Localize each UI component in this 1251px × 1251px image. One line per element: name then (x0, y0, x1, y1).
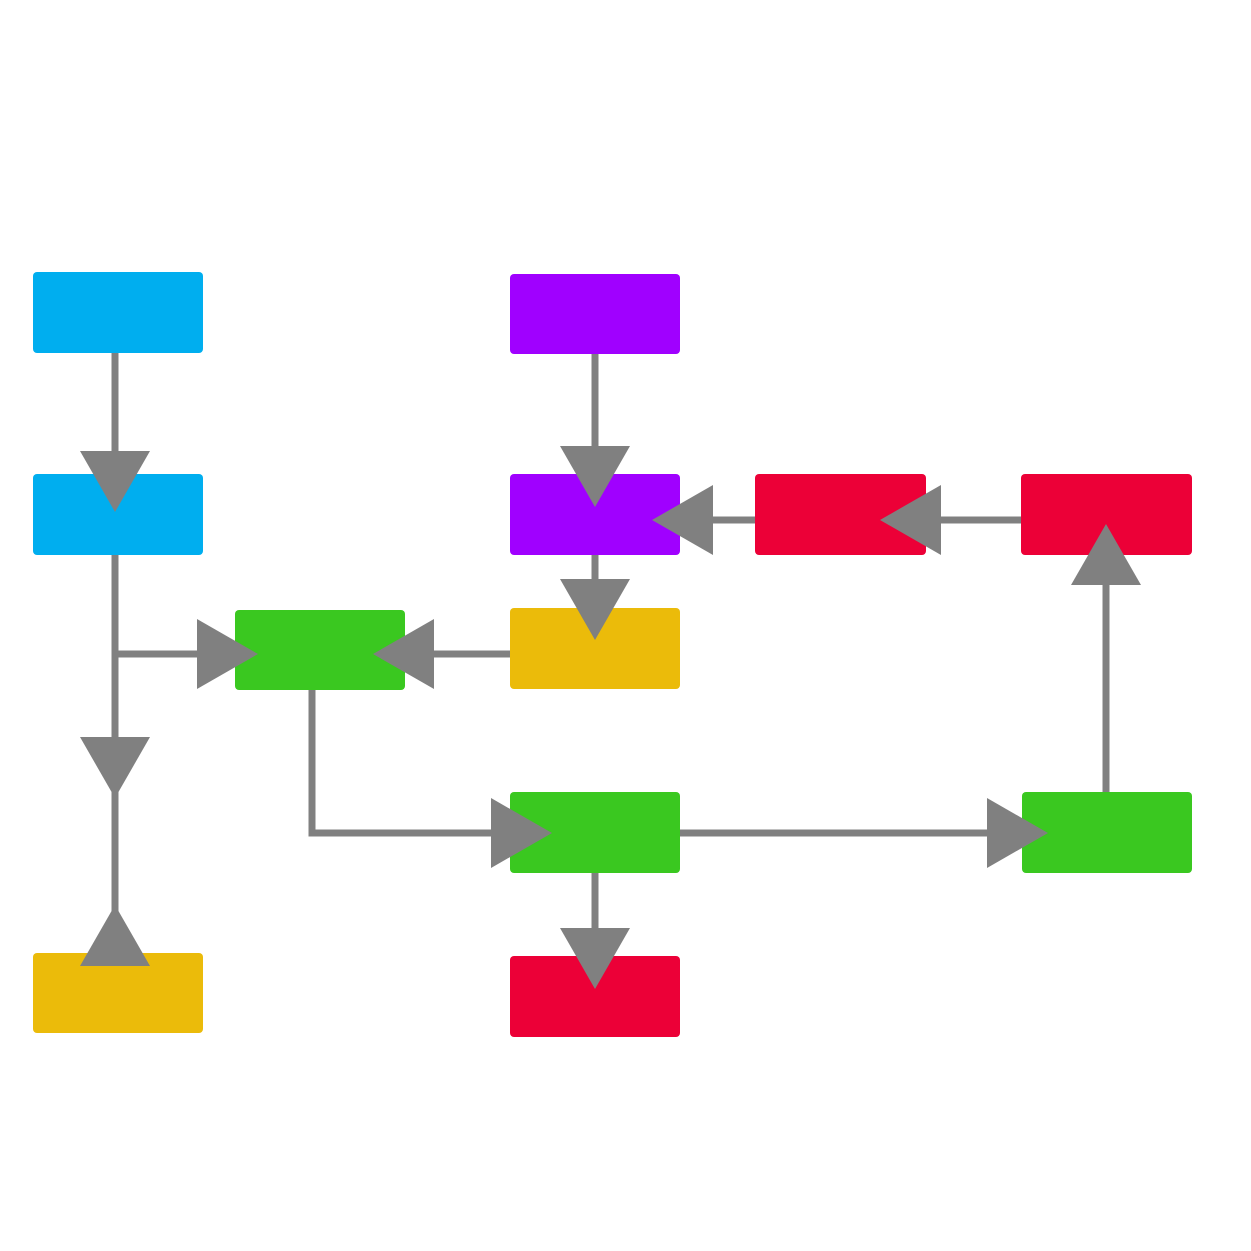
node-purple-1 (510, 274, 680, 354)
arrowhead-icon (880, 485, 941, 555)
edges (80, 353, 1141, 989)
arrowhead-icon (80, 451, 150, 512)
arrowhead-icon (1071, 524, 1141, 585)
nodes (33, 272, 1192, 1037)
arrowhead-icon (652, 485, 713, 555)
node-red-1 (755, 474, 926, 555)
node-yellow-1 (33, 953, 203, 1033)
arrowhead-icon (491, 798, 552, 868)
edge-line (308, 690, 520, 837)
arrowhead-icon (80, 737, 150, 798)
node-blue-2 (33, 474, 203, 555)
arrowhead-icon (560, 579, 630, 640)
node-green-3 (1022, 792, 1192, 873)
edge-green-3-to-red-2 (1071, 524, 1141, 792)
edge-red-1-to-purple-2 (652, 485, 755, 555)
edge-yellow-1-to-blue-2 (80, 780, 150, 966)
node-green-2 (510, 792, 680, 873)
arrowhead-icon (197, 619, 258, 689)
node-yellow-2 (510, 608, 680, 689)
edge-green-1-to-green-2 (308, 690, 552, 868)
edge-blue-1-to-blue-2 (80, 353, 150, 512)
edge-blue-2-to-green-1 (115, 619, 258, 689)
node-red-3 (510, 956, 680, 1037)
edge-blue-2-to-yellow-1 (80, 555, 150, 798)
edge-green-2-to-red-3 (560, 873, 630, 989)
node-blue-1 (33, 272, 203, 353)
edge-green-2-to-green-3 (680, 798, 1048, 868)
edge-yellow-2-to-green-1 (373, 619, 510, 689)
arrowhead-icon (373, 619, 434, 689)
edge-purple-1-to-purple-2 (560, 354, 630, 507)
edge-red-2-to-red-1 (880, 485, 1021, 555)
arrowhead-icon (560, 928, 630, 989)
node-red-2 (1021, 474, 1192, 555)
node-purple-2 (510, 474, 680, 555)
arrowhead-icon (560, 446, 630, 507)
node-green-1 (235, 610, 405, 690)
arrowhead-icon (80, 905, 150, 966)
edge-purple-2-to-yellow-2 (560, 555, 630, 640)
arrowhead-icon (987, 798, 1048, 868)
